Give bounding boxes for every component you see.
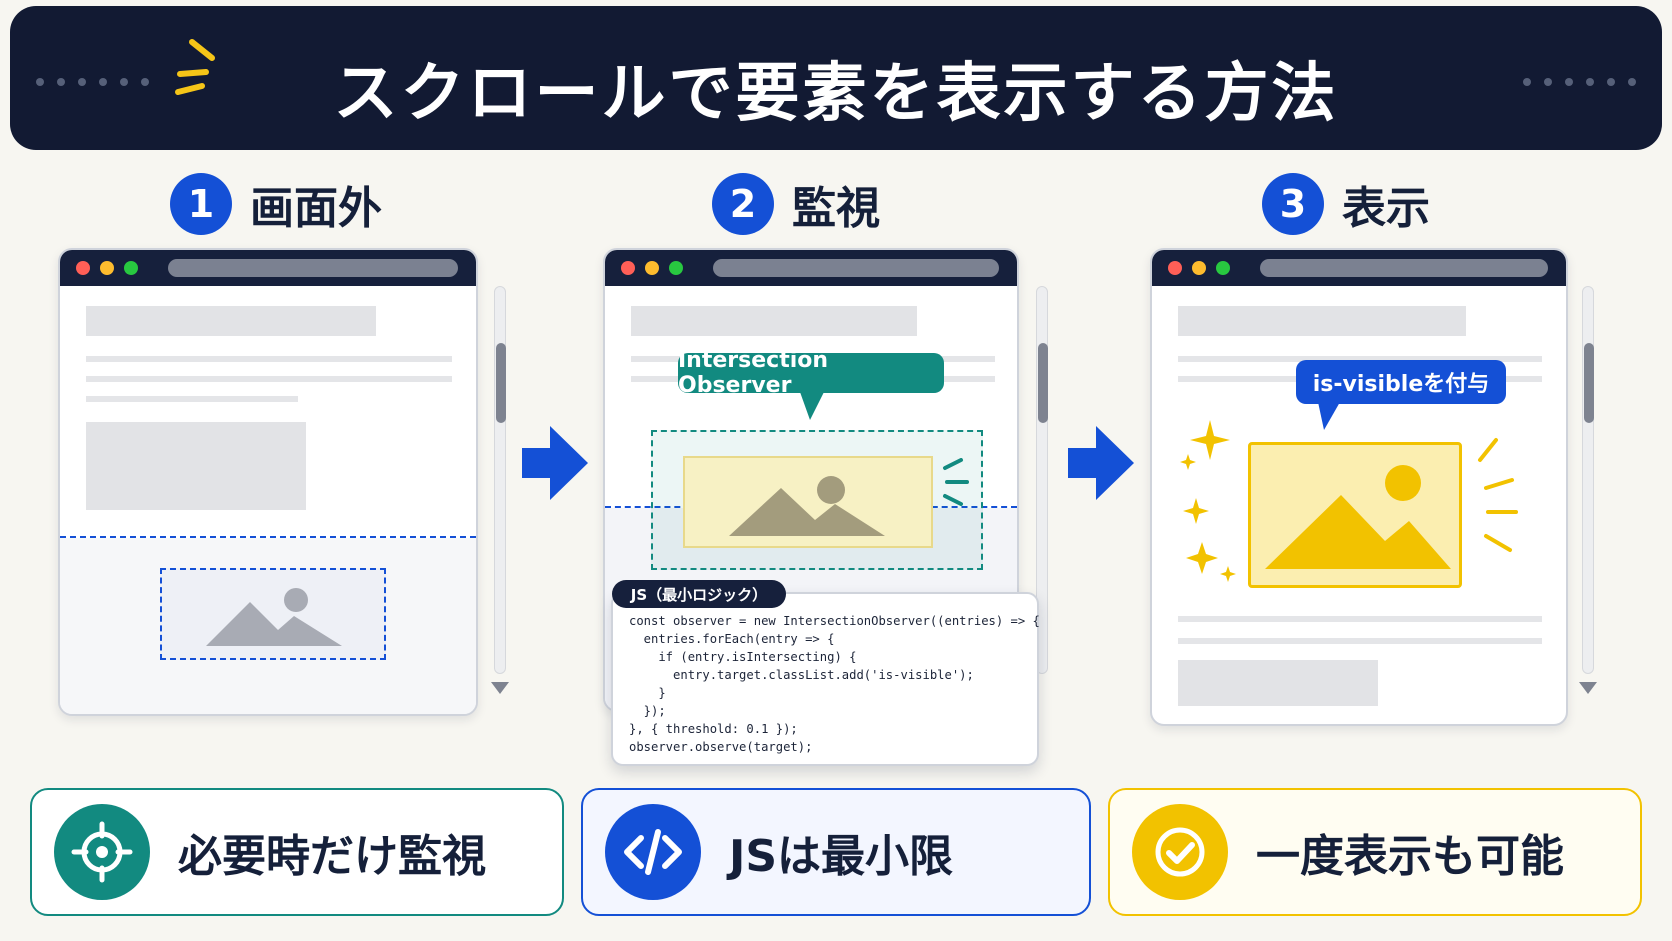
feature-card-label: 一度表示も可能 xyxy=(1256,831,1564,882)
browser-window-visible xyxy=(1150,248,1568,726)
scrollbar-track-2[interactable] xyxy=(1036,286,1048,674)
code-icon xyxy=(605,804,701,900)
detect-lines-icon xyxy=(943,458,969,506)
step-1-heading: 1 画面外 xyxy=(170,172,382,236)
is-visible-bubble: is-visibleを付与 xyxy=(1296,360,1506,404)
spark-lines-icon xyxy=(175,39,215,95)
check-circle-icon xyxy=(1132,804,1228,900)
step-2-label: 監視 xyxy=(792,183,880,234)
page-title: スクロールで要素を表示する方法 xyxy=(333,57,1339,131)
step-3-heading: 3 表示 xyxy=(1262,172,1430,236)
scroll-down-arrow-icon[interactable] xyxy=(1579,682,1597,694)
address-bar xyxy=(713,259,999,277)
target-icon xyxy=(54,804,150,900)
bubble-tail xyxy=(1318,402,1340,430)
code-line: } xyxy=(629,686,666,700)
step-3-label: 表示 xyxy=(1342,183,1430,234)
step-1-number: 1 xyxy=(170,173,232,235)
viewport-boundary-line xyxy=(60,536,476,538)
browser-title-bar xyxy=(60,250,476,286)
feature-card-monitor: 必要時だけ監視 xyxy=(30,788,564,916)
image-icon xyxy=(1265,465,1451,569)
scrollbar-thumb[interactable] xyxy=(1038,343,1048,423)
scroll-down-arrow-icon[interactable] xyxy=(491,682,509,694)
shine-lines-icon xyxy=(1478,438,1518,552)
browser-title-bar xyxy=(605,250,1017,286)
scrollbar-track-3[interactable] xyxy=(1582,286,1594,674)
code-block: const observer = new IntersectionObserve… xyxy=(629,612,1040,756)
decorative-dots-left xyxy=(36,78,149,86)
address-bar xyxy=(168,259,458,277)
scrollbar-track-1[interactable] xyxy=(494,286,506,674)
code-line: if (entry.isIntersecting) { xyxy=(629,650,857,664)
code-line: }, { threshold: 0.1 }); xyxy=(629,722,798,736)
js-code-card: const observer = new IntersectionObserve… xyxy=(611,592,1040,766)
code-line: const observer = new IntersectionObserve… xyxy=(629,614,1040,628)
intersection-observer-bubble: Intersection Observer xyxy=(678,348,944,398)
image-icon xyxy=(206,588,342,646)
step-2-heading: 2 監視 xyxy=(712,172,880,236)
arrow-right-icon xyxy=(522,426,588,500)
feature-card-show-once: 一度表示も可能 xyxy=(1108,788,1642,916)
sparkles-icon xyxy=(1180,420,1236,582)
visible-image xyxy=(1248,442,1462,588)
code-line: entry.target.classList.add('is-visible')… xyxy=(629,668,974,682)
code-line: }); xyxy=(629,704,666,718)
feature-card-label: JSは最小限 xyxy=(729,831,954,882)
code-line: observer.observe(target); xyxy=(629,740,813,754)
feature-card-minimal-js: JSは最小限 xyxy=(581,788,1091,916)
browser-title-bar xyxy=(1152,250,1566,286)
observed-image xyxy=(683,456,933,548)
step-3-number: 3 xyxy=(1262,173,1324,235)
code-line: entries.forEach(entry => { xyxy=(629,632,835,646)
arrow-right-icon xyxy=(1068,426,1134,500)
step-1-label: 画面外 xyxy=(250,183,382,234)
bubble-tail xyxy=(800,392,824,420)
js-code-tab: JS（最小ロジック） xyxy=(612,580,786,608)
image-icon xyxy=(729,476,885,536)
hidden-image-placeholder xyxy=(160,568,386,660)
feature-card-label: 必要時だけ監視 xyxy=(178,831,486,882)
browser-window-offscreen xyxy=(58,248,478,716)
address-bar xyxy=(1260,259,1548,277)
step-2-number: 2 xyxy=(712,173,774,235)
title-banner: スクロールで要素を表示する方法 xyxy=(10,6,1662,150)
decorative-dots-right xyxy=(1523,78,1636,86)
scrollbar-thumb[interactable] xyxy=(1584,343,1594,423)
scrollbar-thumb[interactable] xyxy=(496,343,506,423)
